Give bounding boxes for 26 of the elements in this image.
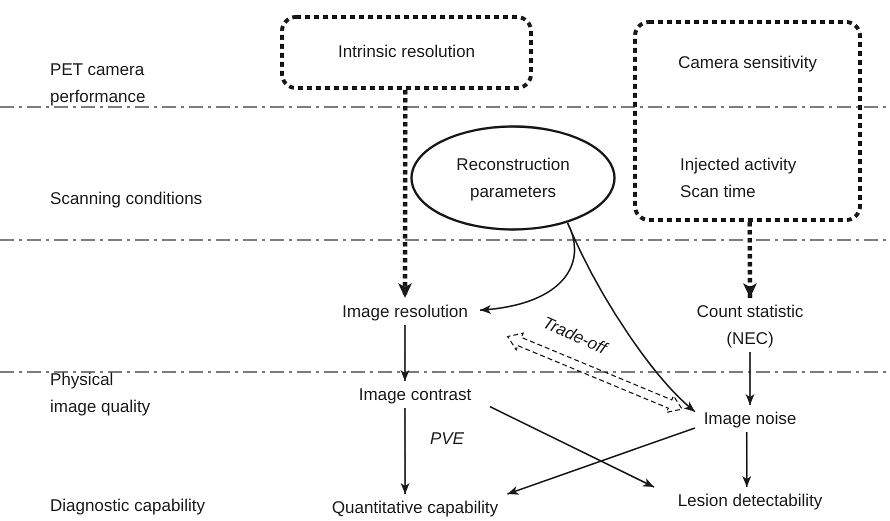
row-label: Diagnostic capability <box>50 495 206 517</box>
arrow <box>490 406 654 488</box>
arrow <box>400 408 410 494</box>
row-label: Scanning conditions <box>50 188 204 210</box>
node-text: Count statistic (NEC) <box>680 298 820 352</box>
node-text: Camera sensitivity <box>677 52 818 74</box>
node-text: Lesion detectability <box>670 487 830 514</box>
node-text: Reconstruction parameters <box>455 154 571 203</box>
node-text: Quantitative capability <box>305 494 525 521</box>
node-text: Image noise <box>695 405 805 432</box>
row-label: Physical image quality <box>50 369 152 418</box>
row-label: PET camera performance <box>50 59 146 108</box>
node-text: Image contrast <box>340 381 490 408</box>
arrow <box>566 222 696 412</box>
node-text: Intrinsic resolution <box>336 41 476 63</box>
arrow <box>398 90 412 298</box>
arrow <box>507 427 696 495</box>
arrow <box>480 222 576 314</box>
node-text: Image resolution <box>330 298 480 325</box>
arrow <box>400 325 410 381</box>
arrow <box>746 352 754 405</box>
arrow <box>742 432 752 487</box>
node-text: Injected activity Scan time <box>680 154 798 203</box>
double-arrow <box>506 332 684 414</box>
edge-label: PVE <box>430 428 464 450</box>
arrow <box>742 222 757 298</box>
